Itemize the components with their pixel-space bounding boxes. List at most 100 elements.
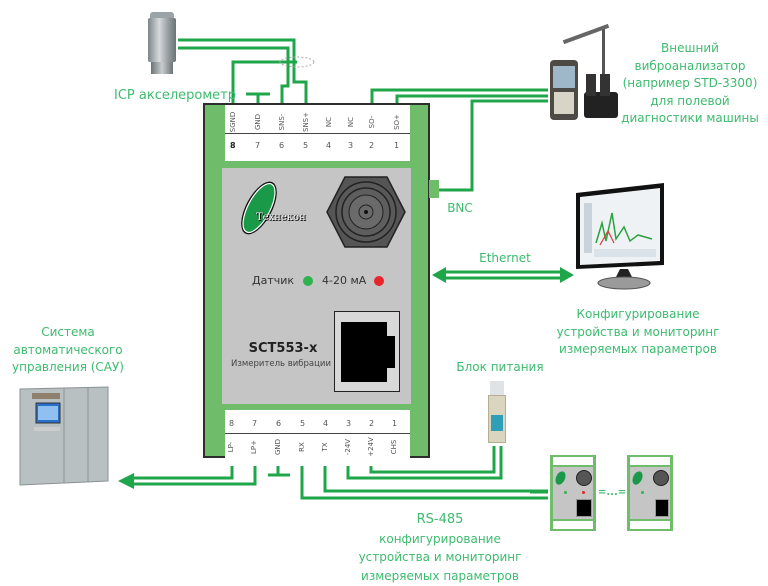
indicator-sensor-label: Датчик bbox=[252, 274, 295, 287]
rs485-label: RS-485 конфигурирование устройства и мон… bbox=[340, 511, 540, 585]
top-pin-label: SNS- bbox=[278, 113, 286, 131]
external-analyzer-line-2: виброанализатор bbox=[634, 58, 746, 73]
icp-accelerometer-image bbox=[148, 12, 176, 76]
rs485-line-3: устройства и мониторинг bbox=[358, 550, 522, 564]
top-pin-number: 5 bbox=[303, 141, 309, 150]
bnc-center-pin bbox=[364, 210, 368, 214]
top-pin-number: 2 bbox=[369, 141, 375, 150]
sau-line-3: управления (САУ) bbox=[12, 360, 124, 374]
external-analyzer-line-3: (например STD-3300) bbox=[622, 76, 758, 90]
bottom-pin-label: CHS bbox=[390, 439, 398, 455]
bnc-label: BNC bbox=[447, 201, 473, 215]
top-pin-label: GND bbox=[254, 113, 262, 131]
external-analyzer-label: Внешний виброанализатор (например STD-33… bbox=[620, 40, 760, 128]
pc-config-line-2: устройства и мониторинг bbox=[556, 324, 720, 339]
sau-line-1: Система bbox=[41, 325, 95, 339]
wire-bnc bbox=[438, 99, 548, 192]
wire-lp-minus bbox=[130, 466, 234, 480]
cable-shield-ellipse bbox=[279, 56, 315, 68]
slave-device-1 bbox=[550, 455, 596, 531]
led-sensor-green bbox=[303, 276, 313, 286]
top-pin-number: 7 bbox=[255, 141, 261, 150]
bottom-pin-label: LP+ bbox=[250, 440, 258, 454]
led-current-red bbox=[374, 276, 384, 286]
bottom-pin-number: 4 bbox=[323, 419, 329, 428]
wire-sgnd bbox=[231, 60, 297, 106]
icp-accelerometer-label: ICP акселерометр bbox=[114, 88, 236, 103]
top-pin-label: NC bbox=[325, 116, 333, 128]
arrowhead-ethernet-right bbox=[560, 267, 574, 283]
external-analyzer-line-4: для полевой bbox=[650, 93, 730, 108]
bottom-pin-number: 7 bbox=[252, 419, 258, 428]
wire-24v-minus bbox=[346, 446, 503, 480]
tehnekon-logo bbox=[237, 177, 281, 239]
ethernet-label: Ethernet bbox=[479, 251, 531, 265]
bnc-port-tab bbox=[429, 180, 439, 198]
device-subtitle: Измеритель вибрации bbox=[231, 359, 331, 369]
wire-icp-2 bbox=[178, 46, 290, 106]
ethernet-port[interactable] bbox=[334, 311, 400, 392]
top-pin-label: SO- bbox=[368, 115, 376, 129]
monitor-screen bbox=[580, 188, 660, 265]
pc-config-label: Конфигурирование устройства и мониторинг… bbox=[548, 306, 728, 359]
bottom-pin-number: 6 bbox=[276, 419, 282, 428]
bottom-pin-label: RX bbox=[298, 442, 306, 452]
bottom-pin-label: LP- bbox=[227, 441, 235, 453]
top-pin-number: 8 bbox=[230, 141, 236, 150]
top-pin-label: NC bbox=[347, 116, 355, 128]
wire-so-plus bbox=[395, 94, 548, 106]
power-supply-image bbox=[488, 381, 506, 445]
top-pin-label: SO+ bbox=[393, 114, 401, 130]
top-pin-label: SNS+ bbox=[302, 112, 310, 132]
external-analyzer-line-1: Внешний bbox=[661, 41, 719, 55]
rj45-socket bbox=[341, 322, 387, 382]
bottom-pin-label: +24V bbox=[367, 437, 375, 457]
pc-config-line-3: измеряемых параметров bbox=[559, 342, 717, 356]
chain-ellipsis: =...= bbox=[598, 487, 627, 498]
top-pin-number: 3 bbox=[348, 141, 354, 150]
arrowhead-sau bbox=[118, 473, 134, 489]
wire-so-minus bbox=[370, 88, 548, 106]
bnc-pin-ring bbox=[358, 204, 374, 220]
sau-cabinet-image bbox=[18, 385, 110, 487]
rs485-line-2: конфигурирование bbox=[379, 531, 501, 546]
external-analyzer-image bbox=[548, 22, 620, 122]
bottom-pin-label: -24V bbox=[344, 438, 352, 456]
bottom-pin-label: GND bbox=[274, 438, 282, 456]
bottom-pin-number: 5 bbox=[300, 419, 306, 428]
logo-ellipse-icon bbox=[241, 181, 277, 235]
wire-tx bbox=[323, 466, 548, 493]
arrowhead-ethernet-left bbox=[432, 267, 446, 283]
wire-lp-plus bbox=[130, 466, 257, 486]
sau-label: Система автоматического управления (САУ) bbox=[8, 324, 128, 377]
top-pin-label: SGND bbox=[229, 111, 237, 133]
bottom-pin-number: 1 bbox=[392, 419, 398, 428]
slave-device-n bbox=[627, 455, 673, 531]
top-pin-number: 1 bbox=[394, 141, 400, 150]
pc-config-line-1: Конфигурирование bbox=[576, 307, 700, 321]
top-terminal-block bbox=[225, 105, 410, 161]
bnc-connector bbox=[325, 175, 407, 249]
top-pin-number: 6 bbox=[279, 141, 285, 150]
pc-monitor-image bbox=[572, 183, 668, 291]
top-pin-number: 4 bbox=[326, 141, 332, 150]
wire-24v-plus bbox=[369, 446, 496, 474]
indicator-current-label: 4-20 мА bbox=[322, 274, 367, 287]
sau-line-2: автоматического bbox=[13, 342, 123, 357]
bottom-terminal-block bbox=[225, 410, 410, 466]
wire-rx bbox=[300, 466, 548, 500]
monitor-stand bbox=[597, 276, 651, 290]
bottom-pin-label: TX bbox=[321, 442, 329, 452]
rj45-latch bbox=[385, 336, 395, 368]
bottom-pin-number: 2 bbox=[369, 419, 375, 428]
rs485-line-1: RS-485 bbox=[416, 512, 464, 527]
rs485-line-4: измеряемых параметров bbox=[361, 568, 519, 583]
power-supply-label: Блок питания bbox=[456, 360, 544, 374]
device-model: SCT553-x bbox=[248, 341, 318, 356]
bottom-pin-number: 3 bbox=[346, 419, 352, 428]
external-analyzer-line-5: диагностики машины bbox=[621, 111, 759, 125]
tehnekon-logo-text: Технекон bbox=[256, 212, 306, 223]
bottom-pin-number: 8 bbox=[229, 419, 235, 428]
wire-icp-1 bbox=[178, 38, 308, 106]
